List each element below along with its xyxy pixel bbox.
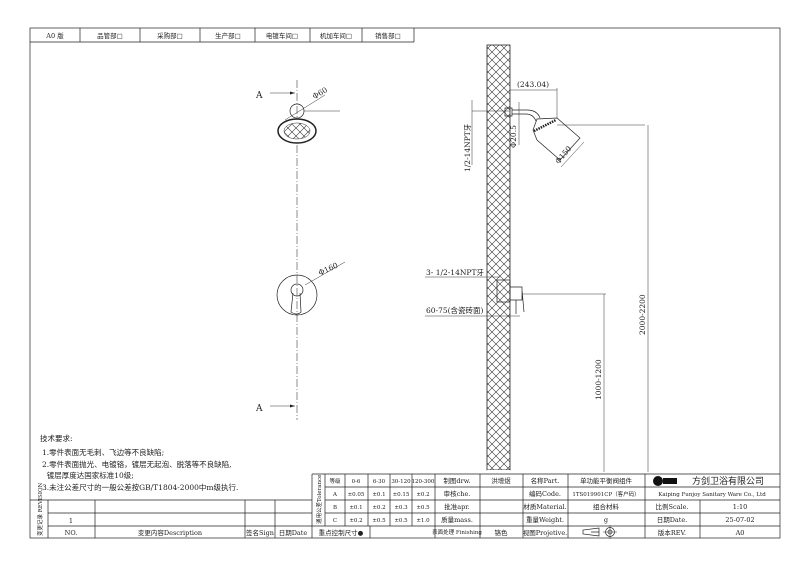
- revision-side-label: 变更记录 REVISION: [36, 483, 44, 536]
- dim-head-face: Φ150: [553, 144, 573, 166]
- dim-valve-dia: Φ160: [317, 261, 340, 278]
- dim-arm-length: (243.04): [517, 80, 549, 89]
- dim-arm-dia: Φ20.5: [509, 125, 518, 148]
- date-value: 25-07-02: [725, 516, 754, 524]
- tolerance-table: 通用公差Tolerance 等级 0-6 6-30 30-120 120-300…: [312, 473, 780, 538]
- drawn-value: 洪增煜: [491, 476, 511, 485]
- section-marker-top: A: [255, 91, 263, 101]
- code-label: 编码Code.: [529, 489, 561, 498]
- title-block: 制图drw. 洪增煜 审核che. 批准apr. 质量mass. 表面处理 Fi…: [432, 474, 780, 539]
- company-name-en: Kaiping Funjoy Sanitary Ware Co., Ltd: [658, 492, 766, 498]
- revision-header-sign: 签名Sign: [246, 528, 274, 537]
- tol-header-0-6: 0-6: [352, 479, 361, 485]
- side-view: (243.04) Φ20.5 Φ150 1/2-14NPT牙 3- 1/2-14…: [425, 44, 649, 474]
- dim-head-dia: Φ60: [311, 85, 329, 101]
- scale-value: 1:10: [733, 503, 748, 511]
- dept-machining: 机加车间□: [320, 31, 352, 40]
- drawn-label: 制图drw.: [443, 476, 470, 485]
- section-marker-bottom: A: [255, 404, 263, 414]
- thread-top-label: 1/2-14NPT牙: [463, 123, 472, 172]
- tol-cell: ±1.0: [416, 518, 430, 524]
- revision-row-number: 1: [69, 517, 73, 525]
- mass-label: 质量mass.: [441, 515, 473, 524]
- weight-value: g: [604, 516, 608, 524]
- tol-cell: ±0.2: [416, 492, 429, 498]
- dept-production: 生产部□: [215, 31, 241, 40]
- tol-cell: B: [333, 505, 337, 511]
- technical-notes: 技术要求: 1.零件表面无毛刺、飞边等不良缺陷; 2.零件表面抛光、电镀铬，镀层…: [40, 433, 238, 492]
- rev-label: 版本REV.: [658, 528, 686, 537]
- tolerance-side-label: 通用公差Tolerance: [315, 475, 323, 524]
- sheet-size: A0 版: [45, 31, 64, 40]
- projection-label: 视图Projetive.: [523, 528, 568, 537]
- tol-header-grade: 等级: [329, 477, 341, 485]
- revision-header-no: NO.: [65, 529, 78, 537]
- rev-value: A0: [735, 529, 745, 537]
- first-angle-projection-icon: [582, 525, 617, 539]
- tol-header-6-30: 6-30: [373, 479, 386, 485]
- wall-thickness-label: 60-75(含瓷砖面): [426, 305, 484, 315]
- note-2: 2.零件表面抛光、电镀铬，镀层无起泡、脱落等不良缺陷,: [42, 459, 232, 469]
- revision-header-date: 日期Date: [279, 529, 308, 537]
- tol-cell: ±0.5: [394, 518, 408, 524]
- company-name-cn: 方剑卫浴有限公司: [692, 475, 764, 487]
- key-dims-label: 重点控制尺寸●: [319, 528, 364, 537]
- tol-cell: ±0.2: [349, 518, 362, 524]
- dept-plating: 电镀车间□: [266, 31, 298, 40]
- tol-cell: ±0.1: [372, 492, 385, 498]
- notes-title: 技术要求:: [40, 433, 73, 443]
- wall-section: [486, 44, 511, 471]
- tol-cell: ±0.5: [416, 505, 430, 511]
- tol-cell: ±0.1: [349, 505, 362, 511]
- tol-cell: ±0.05: [348, 492, 365, 498]
- part-label: 名称Part.: [531, 476, 560, 485]
- company-logo: [653, 476, 677, 486]
- dim-valve-height: 1000-1200: [594, 359, 603, 400]
- tol-row-b: B ±0.1 ±0.2 ±0.3 ±0.5: [333, 505, 430, 511]
- material-label: 材质Material.: [523, 502, 566, 511]
- tol-header-30-120: 30-120: [391, 479, 411, 485]
- approve-label: 批准apr.: [444, 502, 470, 511]
- tol-cell: ±0.2: [372, 505, 385, 511]
- code-value: 1TS019901CP（客户码）: [572, 490, 639, 498]
- valve-trim-plate: [276, 274, 318, 316]
- dept-sales: 销售部□: [375, 31, 401, 40]
- note-2-cont: 镀层厚度达国家标准10级;: [42, 470, 134, 480]
- dept-purchasing: 采购部□: [157, 31, 183, 40]
- check-label: 审核che.: [444, 489, 471, 498]
- tol-cell: ±0.5: [372, 518, 386, 524]
- sheet-border: [29, 27, 781, 539]
- revision-header-description: 变更内容Description: [138, 528, 202, 537]
- weight-label: 重量Weight.: [526, 516, 564, 524]
- shower-arm: [504, 107, 541, 122]
- tol-row-a: A ±0.05 ±0.1 ±0.15 ±0.2: [332, 492, 430, 498]
- tol-cell: ±0.15: [393, 492, 410, 498]
- part-value: 单功能平衡阀组件: [580, 476, 633, 485]
- tol-cell: ±0.3: [394, 505, 408, 511]
- scale-label: 比例Scale.: [656, 502, 689, 511]
- valve-handle: [290, 292, 302, 315]
- valve-body: [496, 279, 511, 303]
- department-header: A0 版 品管部□ 采购部□ 生产部□ 电镀车间□ 机加车间□: [30, 28, 363, 43]
- finish-value: 铬色: [495, 528, 509, 537]
- tol-header-120-300: 120-300: [412, 479, 435, 485]
- note-3: 3.未注公差尺寸的一般公差按GB/T1804-2000中m级执行.: [42, 482, 238, 492]
- dept-qc: 品管部□: [97, 31, 123, 40]
- tol-cell: C: [333, 518, 337, 524]
- front-view: A A Φ60 Φ160: [255, 80, 346, 420]
- revision-block: 变更记录 REVISION 1 NO. 变更内容Description 签名Si…: [30, 474, 313, 538]
- thread-valve-label: 3- 1/2-14NPT牙: [426, 268, 484, 277]
- material-value: 组合材料: [593, 502, 620, 511]
- tol-cell: A: [332, 492, 338, 498]
- date-label: 日期Date.: [657, 516, 688, 524]
- dim-head-height: 2000-2200: [638, 294, 647, 335]
- finish-label: 表面处理 Finishing: [432, 528, 482, 536]
- note-1: 1.零件表面无毛刺、飞边等不良缺陷;: [42, 447, 164, 457]
- tol-row-c: C ±0.2 ±0.5 ±0.5 ±1.0: [333, 518, 430, 524]
